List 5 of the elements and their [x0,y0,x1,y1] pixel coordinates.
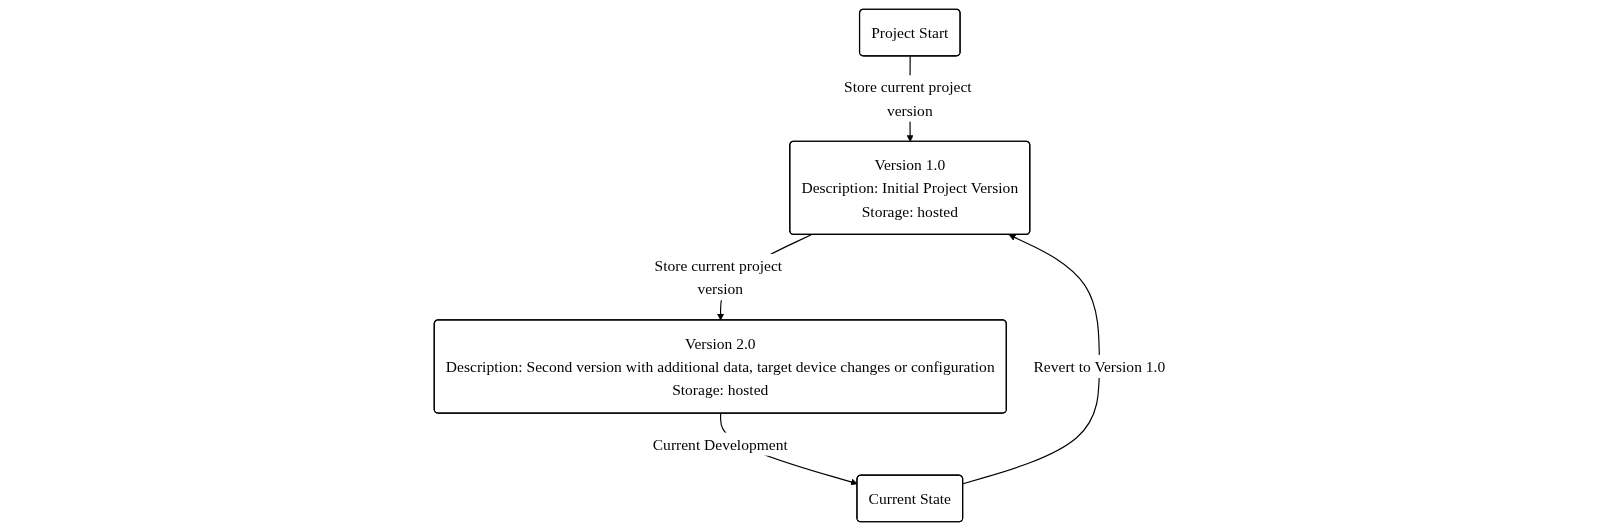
edge-label: Current Development [653,435,789,453]
arrow [962,234,1101,485]
edge-label: Revert to Version 1.0 [1033,357,1166,375]
edge-label: Store current project version [844,78,972,119]
edge-label: Store current project version [654,256,783,298]
